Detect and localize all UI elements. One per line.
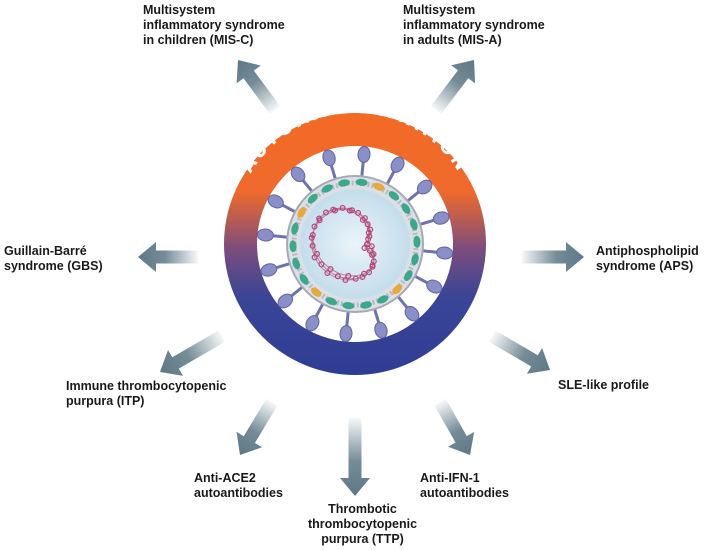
envelope-protein (411, 253, 419, 266)
rna-bead (311, 254, 318, 261)
envelope-protein (325, 297, 337, 306)
envelope-protein (307, 193, 318, 204)
rna-bead (370, 258, 377, 265)
arrow-anti-ace2 (236, 398, 278, 455)
rna-bead (346, 207, 353, 214)
envelope-protein (342, 302, 355, 310)
envelope-protein (289, 240, 297, 253)
rna-strand-icon (308, 204, 377, 284)
rna-bead (309, 232, 316, 239)
spike-head (390, 156, 405, 173)
viral-core (300, 189, 410, 299)
rna-bead (368, 243, 375, 250)
envelope-protein (291, 222, 299, 235)
envelope-protein (310, 287, 322, 297)
spike-head (374, 321, 388, 339)
rna-bead (342, 277, 349, 284)
envelope-protein (373, 182, 385, 191)
arrow-gbs (138, 242, 198, 272)
envelope-protein (410, 218, 418, 231)
spike-head (432, 211, 450, 225)
envelope-protein (377, 295, 389, 304)
rna-bead (334, 273, 341, 280)
envelope-protein (401, 203, 411, 214)
rna-bead (309, 242, 316, 249)
label-sle: SLE-like profile (558, 378, 649, 392)
envelope-protein (297, 206, 306, 218)
rna-bead (355, 209, 362, 216)
rna-bead (369, 263, 376, 270)
envelope-protein (360, 301, 372, 309)
envelope-protein (299, 274, 309, 285)
envelope-protein (404, 270, 413, 282)
envelope-protein (413, 235, 421, 248)
rna-bead (365, 236, 372, 243)
rna-bead (311, 223, 318, 230)
rna-bead (318, 261, 325, 268)
envelope-protein (355, 178, 368, 186)
rna-bead (365, 229, 372, 236)
rna-bead (364, 221, 371, 228)
rna-strand (311, 207, 375, 281)
arrows-group (138, 60, 584, 496)
arrow-itp (160, 330, 226, 376)
envelope-protein (338, 179, 350, 187)
rna-bead (324, 270, 331, 277)
envelope-protein (321, 184, 333, 193)
rna-bead (361, 215, 368, 222)
spike-head (339, 325, 353, 343)
spike-head (290, 166, 306, 183)
arrow-sle (488, 330, 550, 374)
rna-bead (308, 234, 315, 241)
arrow-anti-ifn1 (434, 398, 475, 455)
envelope-proteins (289, 178, 421, 310)
spike-head (267, 194, 284, 209)
spike-head (404, 305, 420, 322)
rna-bead (323, 209, 330, 216)
rna-bead (352, 275, 359, 282)
spike-head (256, 228, 274, 242)
rna-bead (349, 207, 356, 214)
envelope-protein (388, 191, 400, 201)
spike-head (260, 263, 278, 277)
arrow-mis-a (430, 60, 476, 114)
rna-bead (345, 272, 352, 279)
rna-bead (339, 204, 346, 211)
rna-bead (366, 269, 373, 276)
arrow-mis-c (236, 60, 281, 114)
rna-bead (367, 226, 374, 233)
spike-head (305, 315, 320, 332)
spike-head (277, 293, 294, 309)
spike-head (357, 145, 371, 163)
spike-head (426, 279, 443, 294)
rna-bead (316, 217, 323, 224)
spike-head (322, 149, 336, 167)
envelope-protein (292, 257, 300, 270)
spike-head (436, 246, 454, 260)
rna-bead (359, 274, 366, 281)
envelope-protein (392, 284, 403, 295)
spike-head (416, 179, 433, 195)
rna-bead (332, 207, 339, 214)
rna-bead (370, 251, 377, 258)
rna-bead (327, 266, 334, 273)
sars-cov-2-virion-icon (256, 145, 454, 343)
arrow-aps (522, 242, 584, 272)
arrow-ttp (340, 418, 370, 496)
